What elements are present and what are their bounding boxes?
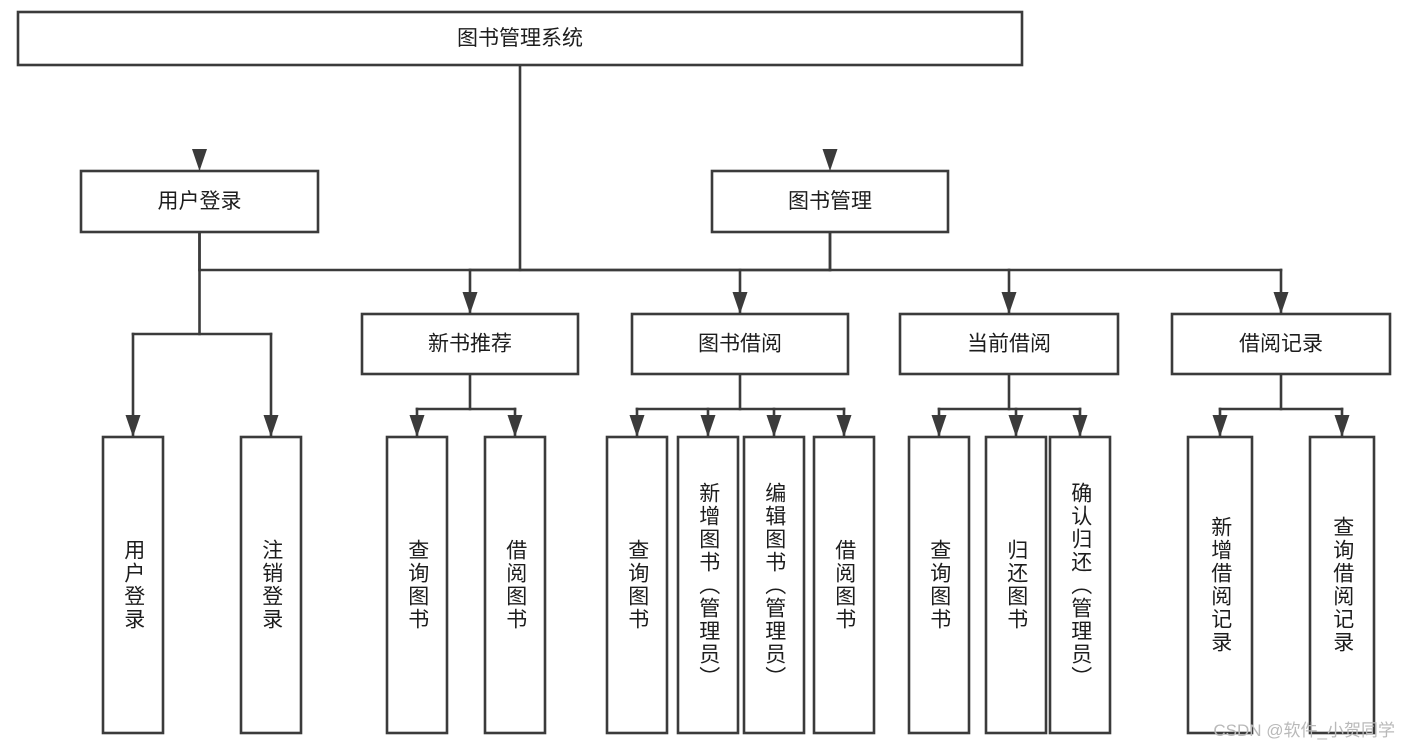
node-label-book-borrow: 图书借阅 [698, 333, 782, 356]
arrow-head-leaf-confirm-return [1072, 415, 1088, 437]
arrow-head-borrow-record [1273, 292, 1289, 314]
node-box-leaf-add-borrow-record[interactable] [1186, 435, 1254, 735]
arrow-head-leaf-return-book [1008, 415, 1024, 437]
node-label-current-borrow: 当前借阅 [967, 333, 1051, 356]
node-label-borrow-record: 借阅记录 [1239, 333, 1323, 356]
arrow-head-leaf-borrow-book-bor [836, 415, 852, 437]
arrow-head-leaf-query-book-cur [931, 415, 947, 437]
node-box-new-book-recommend[interactable] [360, 312, 580, 376]
node-box-leaf-query-book-cur[interactable] [907, 435, 971, 735]
node-label-new-book-recommend: 新书推荐 [428, 333, 512, 356]
arrow-head-user-login [192, 149, 207, 171]
arrow-head-leaf-query-book-bor [629, 415, 645, 437]
arrow-head-leaf-user-login [125, 415, 141, 437]
arrow-head-leaf-edit-book-admin [766, 415, 782, 437]
arrow-head-leaf-query-borrow-record [1334, 415, 1350, 437]
node-box-root[interactable] [16, 10, 1024, 67]
node-box-leaf-edit-book-admin[interactable] [742, 435, 806, 735]
arrow-head-leaf-add-borrow-record [1212, 415, 1228, 437]
node-box-leaf-borrow-book-bor[interactable] [812, 435, 876, 735]
node-box-leaf-user-login[interactable] [101, 435, 165, 735]
node-box-user-login[interactable] [79, 169, 320, 234]
node-box-leaf-user-logout[interactable] [239, 435, 303, 735]
node-box-leaf-query-borrow-record[interactable] [1308, 435, 1376, 735]
node-box-leaf-borrow-book-rec[interactable] [483, 435, 547, 735]
arrow-head-leaf-query-book-rec [409, 415, 425, 437]
node-box-borrow-record[interactable] [1170, 312, 1392, 376]
arrow-head-current-borrow [1001, 292, 1017, 314]
node-box-leaf-confirm-return[interactable] [1048, 435, 1112, 735]
arrow-head-book-manage [822, 149, 838, 171]
node-box-book-manage[interactable] [710, 169, 950, 234]
node-box-layer [16, 10, 1392, 735]
node-label-root: 图书管理系统 [457, 27, 583, 50]
node-box-leaf-query-book-rec[interactable] [385, 435, 449, 735]
node-label-book-manage: 图书管理 [788, 190, 872, 213]
node-box-book-borrow[interactable] [630, 312, 850, 376]
node-box-leaf-return-book[interactable] [984, 435, 1048, 735]
watermark-text: CSDN @软件_小贺同学 [1213, 721, 1395, 740]
arrow-head-leaf-user-logout [263, 415, 279, 437]
node-box-leaf-query-book-bor[interactable] [605, 435, 669, 735]
arrow-head-new-book-recommend [462, 292, 478, 314]
node-box-current-borrow[interactable] [898, 312, 1120, 376]
node-box-leaf-add-book-admin[interactable] [676, 435, 740, 735]
arrow-head-leaf-add-book-admin [700, 415, 716, 437]
arrow-head-book-borrow [732, 292, 748, 314]
arrow-head-leaf-borrow-book-rec [507, 415, 523, 437]
node-label-user-login: 用户登录 [158, 190, 242, 213]
connector-layer [125, 63, 1350, 439]
